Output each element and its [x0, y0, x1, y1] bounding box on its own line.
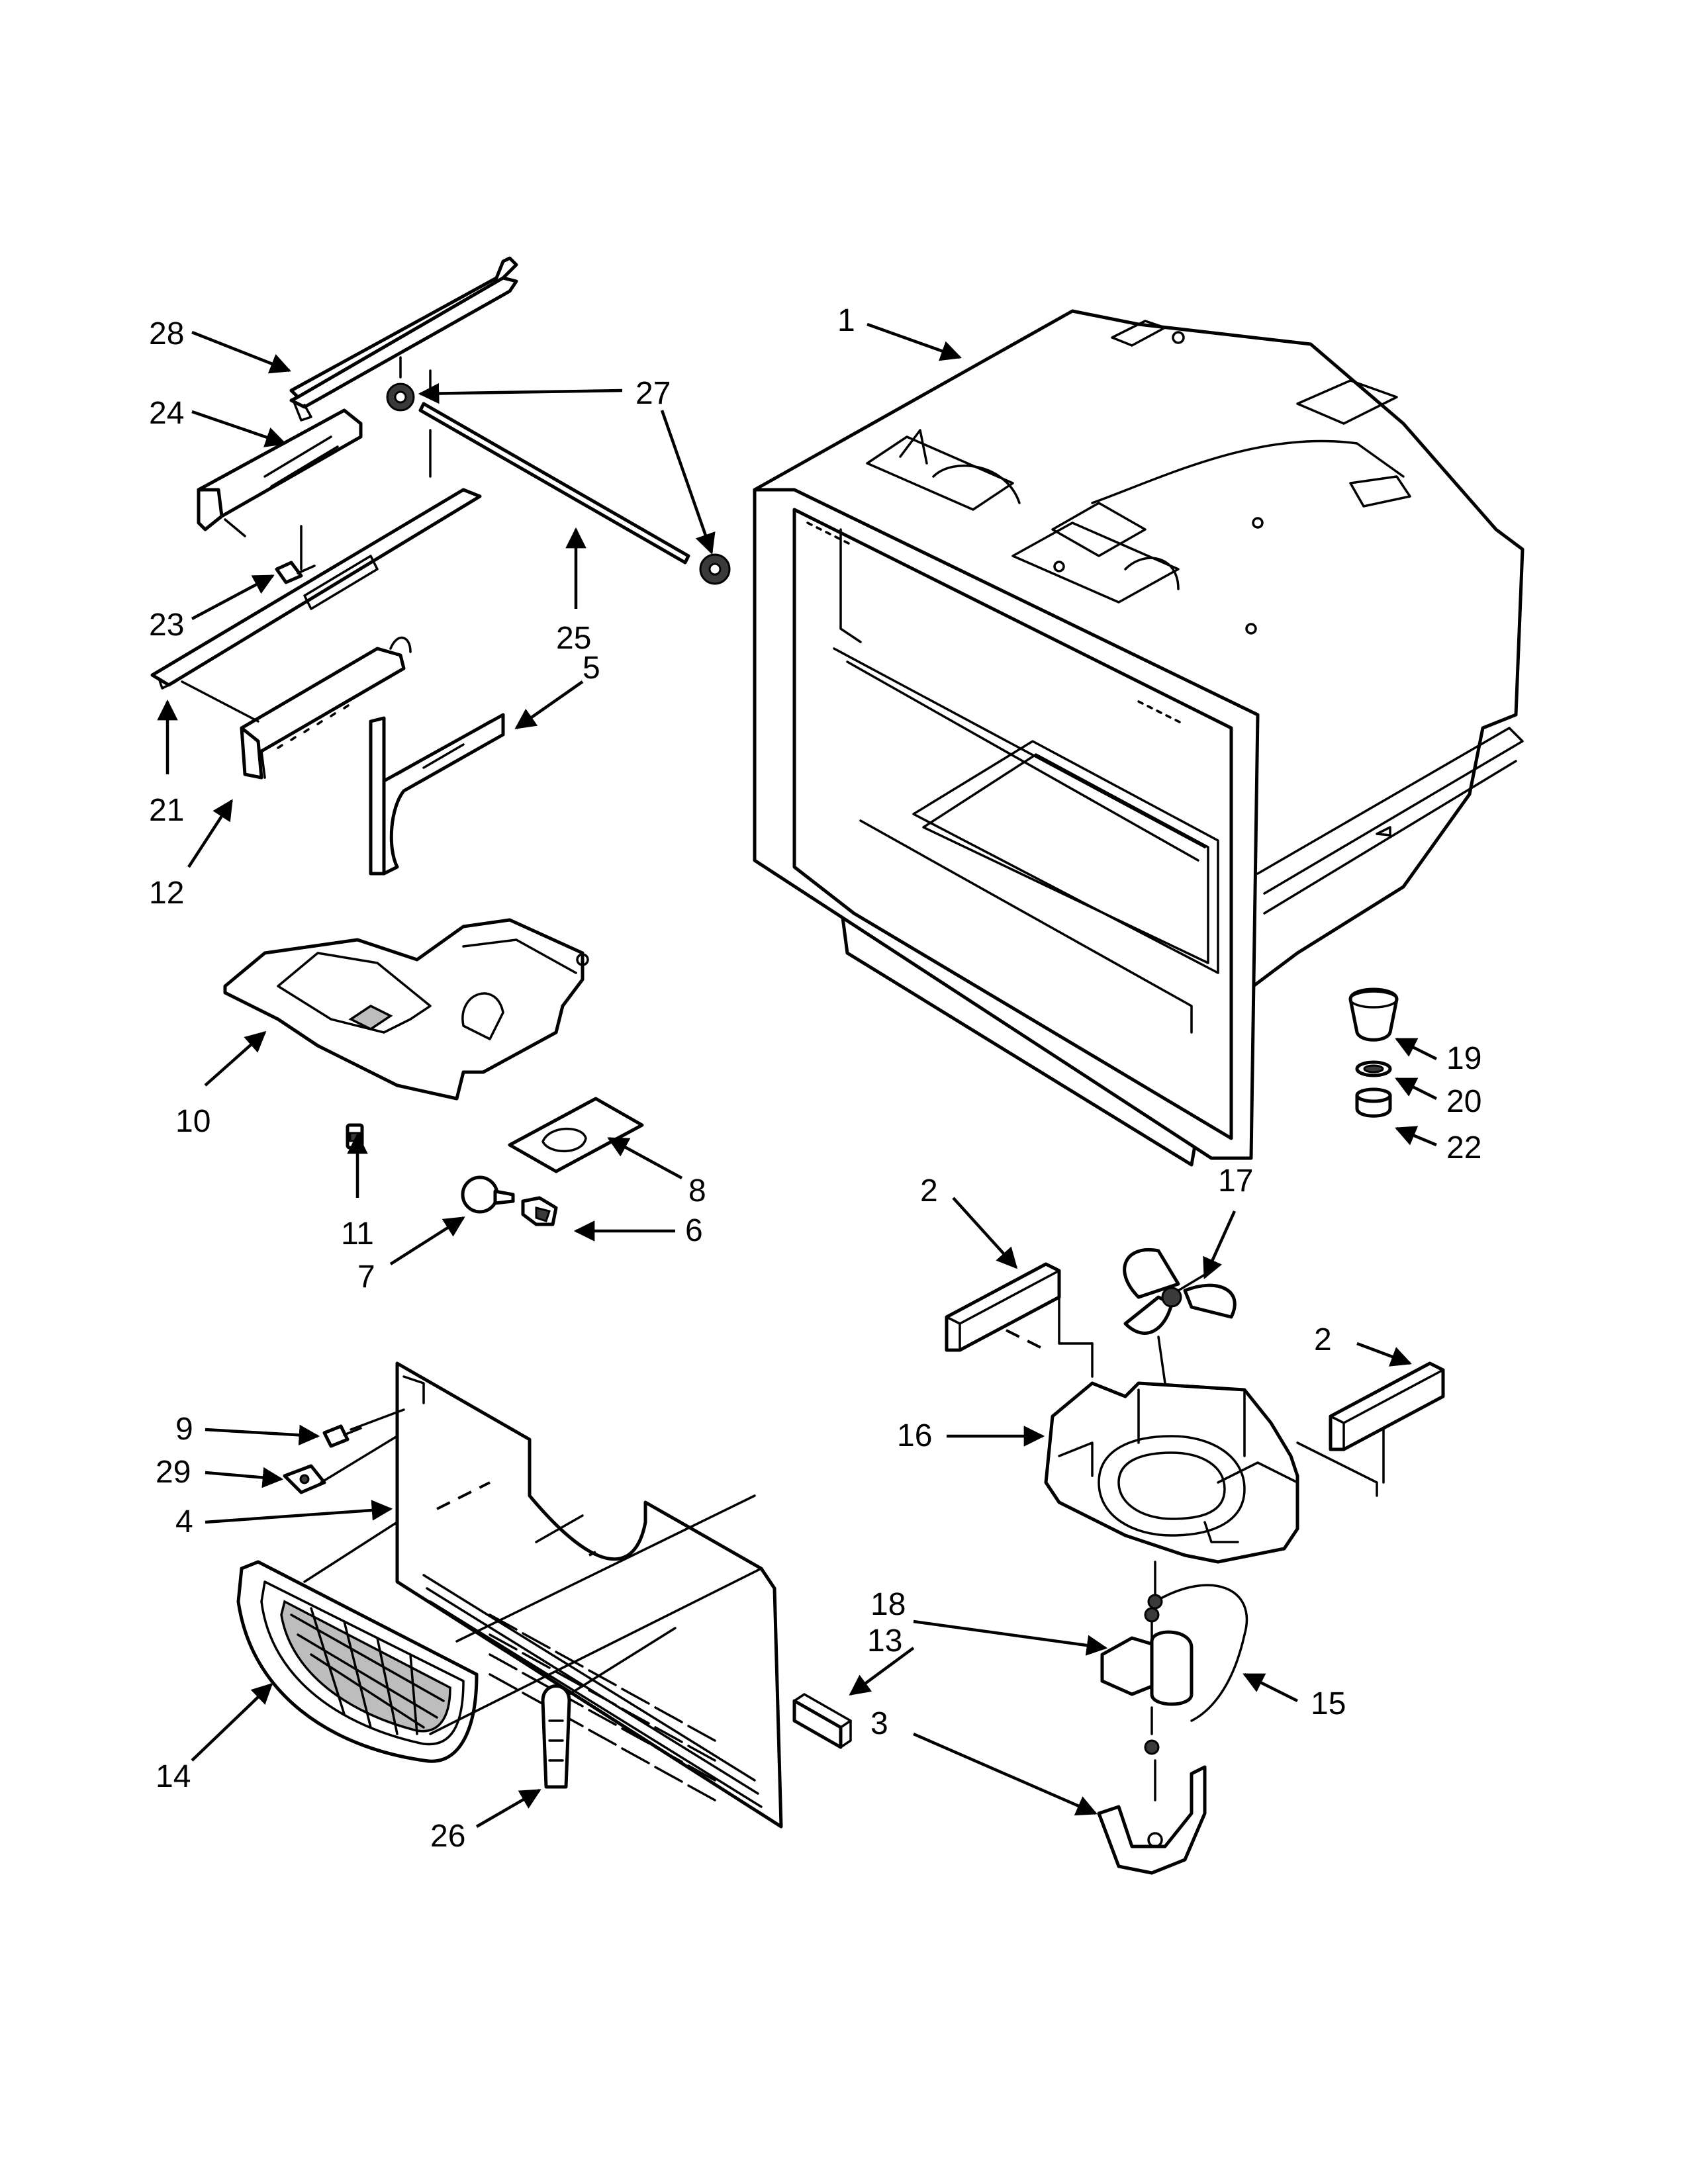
callout-16: 17	[1218, 1163, 1253, 1199]
callout-labels: 28 24 23 21 12 27 25 5 1 10 8 11 7 6 19 …	[149, 303, 1481, 1854]
callout-10: 3	[870, 1706, 888, 1741]
callout-13: 13	[867, 1623, 902, 1659]
callout-28: 28	[149, 316, 184, 351]
bracket-part-12	[240, 636, 412, 780]
strip-part	[792, 1693, 852, 1749]
callout-18: 18	[870, 1587, 906, 1622]
socket-part	[521, 1196, 558, 1226]
callout-24: 23	[149, 608, 184, 643]
callout-22: 21	[149, 793, 184, 828]
thermistor-part	[541, 1684, 571, 1789]
panel-part	[395, 1361, 783, 1829]
fan-motor-part	[1100, 1607, 1194, 1755]
callout-2-left: 2	[920, 1173, 938, 1208]
light-housing-part	[223, 918, 589, 1101]
callout-7: 4	[175, 1504, 193, 1539]
callout-3: 5	[583, 651, 600, 686]
callout-9: 10	[175, 1104, 211, 1139]
grommet-part-20	[1355, 1060, 1392, 1077]
callout-14: 14	[156, 1759, 191, 1794]
callout-25: 24	[149, 396, 184, 431]
bracket-part-3	[369, 713, 505, 876]
fan-shroud-part	[1044, 1381, 1299, 1564]
insulation-part-right	[1329, 1361, 1445, 1451]
callout-8: 9	[175, 1412, 193, 1447]
callout-17: 15	[1311, 1686, 1346, 1721]
callout-29: 29	[156, 1455, 191, 1490]
bulb-part	[461, 1175, 515, 1214]
callout-23: 26	[430, 1819, 465, 1854]
callout-26: 25	[556, 621, 591, 656]
callout-15: 16	[897, 1418, 932, 1453]
callout-6: 8	[688, 1173, 706, 1208]
motor-bracket-part	[1097, 1765, 1207, 1875]
gear-part-lower	[699, 553, 731, 585]
screw-part-8	[322, 1424, 362, 1448]
callout-27: 27	[635, 376, 671, 411]
fan-blade-part	[1123, 1248, 1237, 1335]
switch-part	[346, 1123, 364, 1150]
callout-11: 11	[341, 1216, 374, 1251]
screw-part	[275, 561, 316, 584]
cap-part-21	[1355, 1087, 1392, 1118]
callout-leaders	[157, 322, 1438, 1828]
clip-part	[283, 1464, 326, 1494]
callout-20: 20	[1446, 1084, 1481, 1119]
shaft-part	[418, 402, 690, 565]
slide-bracket-part	[197, 408, 363, 531]
callout-12: 12	[149, 876, 184, 911]
callout-21: 22	[1446, 1130, 1481, 1165]
callout-1: 1	[837, 303, 855, 338]
wire-harness-part	[1147, 1584, 1248, 1722]
callout-4: 6	[685, 1213, 703, 1248]
callout-19: 19	[1446, 1041, 1481, 1076]
callout-2-right: 2	[1314, 1322, 1332, 1357]
label-part	[508, 1097, 644, 1173]
gear-part-upper	[386, 356, 415, 412]
damper-part-19	[1348, 987, 1399, 1042]
insulation-part-left	[945, 1262, 1061, 1352]
freezer-liner-part	[753, 309, 1524, 1167]
slide-rail-part	[150, 488, 482, 690]
assembly-guides	[181, 369, 1385, 1801]
rail-cover-part	[289, 256, 518, 422]
callout-5: 7	[357, 1259, 375, 1295]
